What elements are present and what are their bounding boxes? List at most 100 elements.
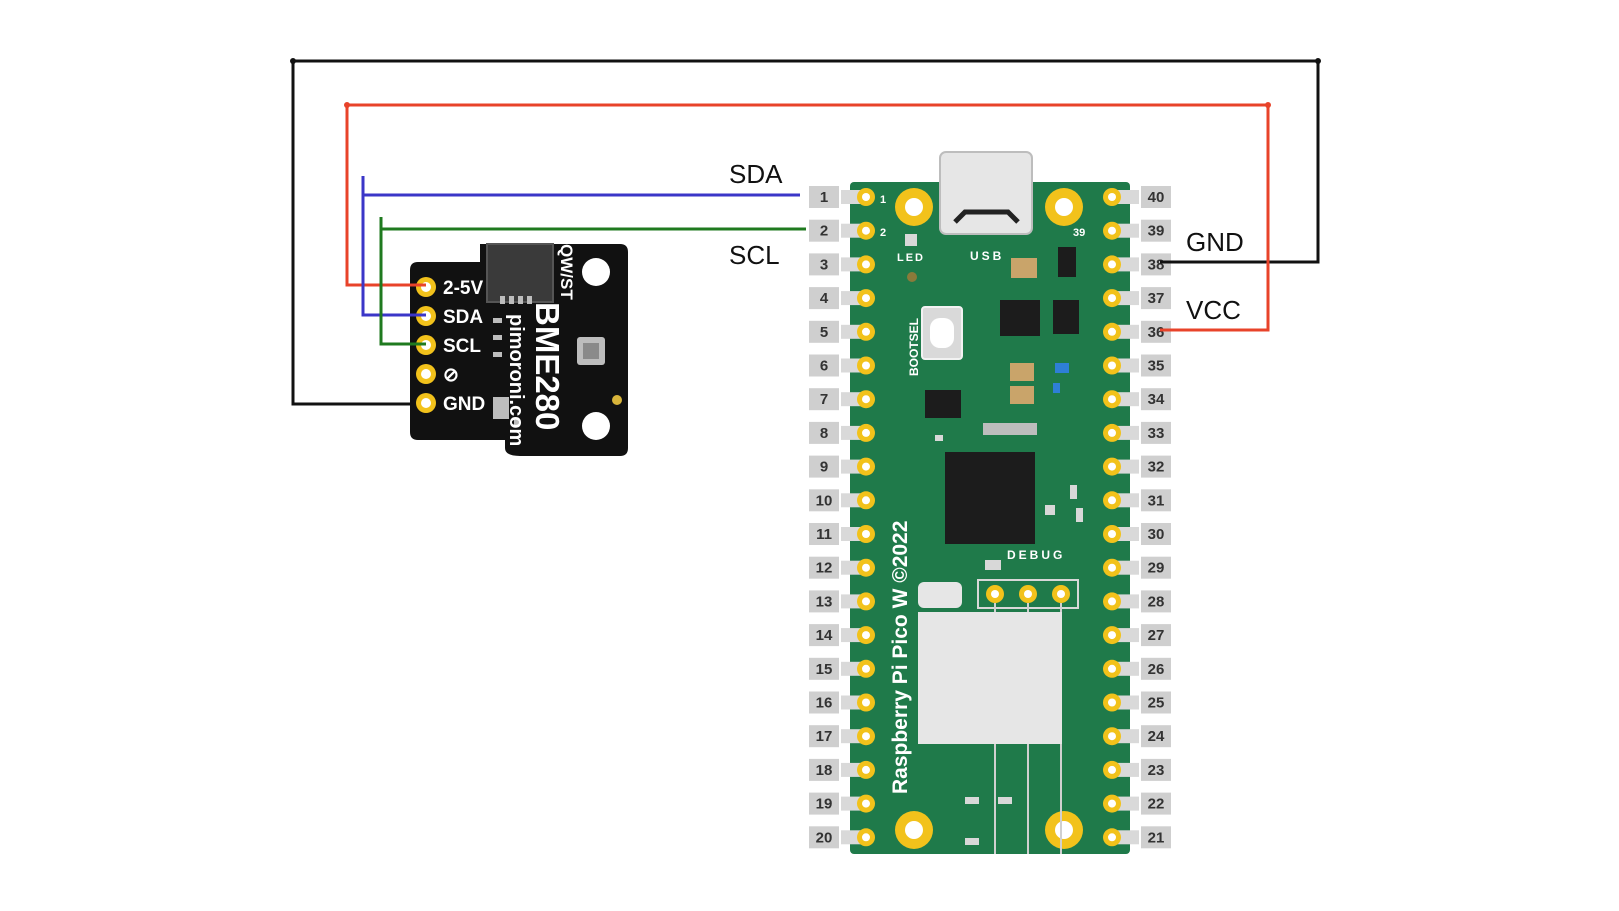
pin-pad	[841, 560, 863, 575]
pico-pin-label: 4	[820, 290, 829, 307]
pin-number-tab	[1141, 455, 1171, 478]
pin-hole-center-icon	[1108, 597, 1116, 606]
pin-hole-center-icon	[862, 361, 870, 370]
pin-pad	[1117, 493, 1139, 508]
pin-pad	[841, 425, 863, 440]
pin-number-tab	[1141, 725, 1171, 748]
sda-wire	[361, 176, 800, 317]
pico-pin-label: 5	[820, 324, 828, 341]
pico-pin-label: 28	[1148, 593, 1165, 610]
mounting-hole-icon	[895, 188, 1083, 849]
bme-pin-hole-icon	[421, 369, 431, 379]
pin-pad	[841, 291, 863, 306]
crystal-icon	[918, 582, 962, 608]
pin-pad	[841, 628, 863, 643]
pcb-components-icon	[925, 247, 1083, 570]
pin-number-tab	[1141, 186, 1171, 208]
pin-number-tab	[1141, 421, 1171, 444]
pin-hole-center-icon	[1108, 732, 1116, 741]
pico-pin-label: 33	[1148, 425, 1165, 442]
pico-pin-label: 12	[816, 560, 833, 577]
pin-pad	[1117, 762, 1139, 777]
pico-pin-label: 11	[816, 526, 832, 543]
pico-pin-label: 13	[816, 593, 833, 610]
pico-pin-label: 6	[820, 358, 828, 375]
pico-pin-label: 31	[1148, 492, 1165, 509]
pin-hole-center-icon	[1108, 664, 1116, 673]
pico-pin-label: 9	[820, 459, 828, 476]
pin-hole-center-icon	[1108, 327, 1116, 336]
pin-hole-center-icon	[862, 327, 870, 336]
pin-39-silk-label: 39	[1073, 227, 1085, 239]
pin-hole-center-icon	[1108, 428, 1116, 437]
pin-number-tab	[1141, 253, 1171, 276]
bme-pin-label: SCL	[443, 336, 481, 357]
qwst-connector-label: QW/ST	[557, 244, 576, 300]
pico-pin-label: 22	[1148, 796, 1165, 813]
pin-pad	[1117, 796, 1139, 811]
pico-pin-label: 8	[820, 425, 828, 442]
pin-pad	[841, 358, 863, 373]
pin-pad	[1117, 527, 1139, 541]
pin-number-tab	[1141, 590, 1171, 613]
gnd-wire	[291, 59, 1320, 406]
pin-number-tab	[1141, 792, 1171, 815]
pin-hole-center-icon	[862, 530, 870, 538]
pin-hole-center-icon	[862, 462, 870, 471]
pin-hole-center-icon	[862, 765, 870, 774]
pin-pad	[841, 527, 863, 541]
pico-pin-label: 38	[1148, 256, 1165, 273]
led-icon	[905, 234, 917, 246]
pico-pin-label: 34	[1148, 391, 1165, 408]
pin-pad	[841, 661, 863, 676]
pin-number-tab	[1141, 354, 1171, 377]
vcc-wire	[345, 103, 1270, 332]
pin-pad	[841, 729, 863, 744]
pin-number-tab	[1141, 287, 1171, 310]
pin-pad	[1117, 425, 1139, 440]
pico-pin-label: 27	[1148, 627, 1165, 644]
pin-pad	[841, 459, 863, 474]
pico-pin-label: 2	[820, 223, 828, 240]
bme-pin-label: SDA	[443, 307, 483, 328]
pin-number-tab	[809, 320, 839, 343]
pico-pin-label: 10	[816, 492, 833, 509]
pin-number-tab	[809, 523, 839, 545]
pin-hole-center-icon	[1108, 631, 1116, 640]
pin-number-tab	[1141, 320, 1171, 343]
pin-number-tab	[1141, 657, 1171, 680]
pin-pad	[841, 324, 863, 339]
pin-number-tab	[809, 354, 839, 377]
pin-pad	[1117, 594, 1139, 609]
pin-pad	[841, 830, 863, 845]
pin-hole-center-icon	[862, 597, 870, 606]
pico-w-board: USB LED BOOTSEL DEBUG 1 2 39 Raspberry P…	[809, 151, 1171, 854]
debug-pin-icon	[986, 585, 1070, 603]
qwst-connector-icon	[486, 243, 554, 303]
pin-pad	[1117, 830, 1139, 845]
pin-number-tab	[809, 455, 839, 478]
pin-hole-center-icon	[862, 799, 870, 808]
pin-2-silk-label: 2	[880, 227, 886, 239]
pin-pad	[841, 392, 863, 407]
pin-pad	[1117, 324, 1139, 339]
pin-number-tab	[809, 624, 839, 647]
pin-number-tab	[809, 556, 839, 579]
pico-pin-label: 18	[816, 762, 833, 779]
pin-pad	[841, 762, 863, 777]
pin-number-tab	[809, 657, 839, 680]
bme-mounting-hole-icon	[582, 412, 610, 440]
pico-pin-label: 26	[1148, 661, 1165, 678]
led-silk-label: LED	[897, 252, 925, 264]
pico-pin-label: 17	[816, 728, 833, 745]
pico-pin-label: 21	[1148, 829, 1165, 846]
pin-pad	[1117, 695, 1139, 710]
bme-pin-label: 2-5V	[443, 278, 483, 299]
pin-pad	[1117, 223, 1139, 238]
pico-pin-label: 29	[1148, 560, 1165, 577]
sda-wire-label: SDA	[729, 159, 783, 189]
pin-pad	[841, 796, 863, 811]
pico-pin-label: 19	[816, 796, 833, 813]
pin-number-tab	[1141, 388, 1171, 411]
